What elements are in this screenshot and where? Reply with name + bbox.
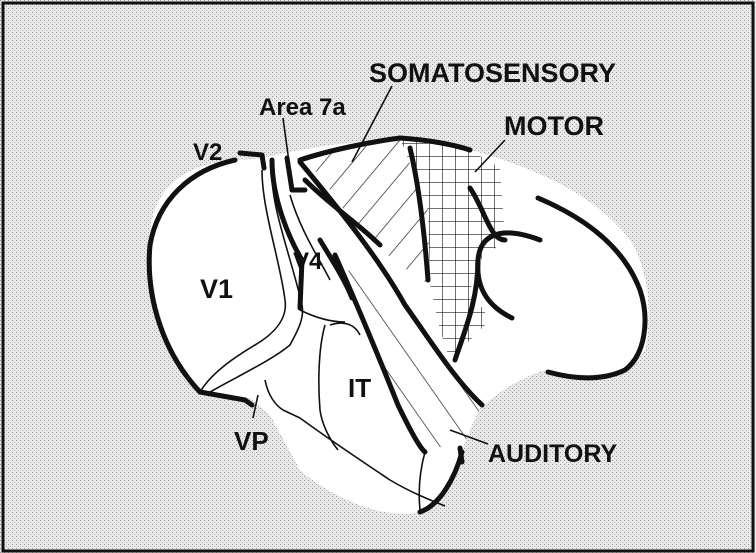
label-motor: MOTOR [504, 111, 604, 141]
label-v1: V1 [200, 274, 233, 304]
label-vp: VP [234, 426, 269, 456]
label-auditory: AUDITORY [488, 440, 618, 468]
auditory-bottom [460, 448, 462, 462]
label-somatosensory: SOMATOSENSORY [369, 58, 616, 88]
label-it: IT [348, 373, 371, 403]
label-v2: V2 [193, 139, 222, 166]
label-area7a: Area 7a [259, 94, 346, 121]
label-v4: V4 [293, 248, 323, 275]
